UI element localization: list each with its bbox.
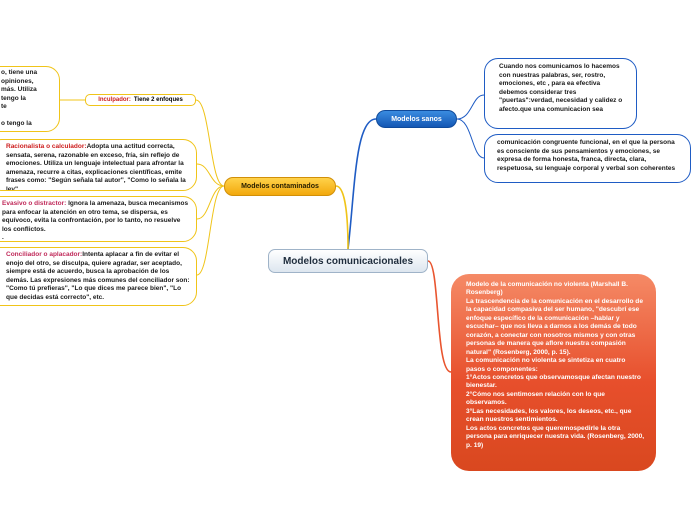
link-cont-racionalista — [196, 163, 225, 187]
link-cont-conciliador — [196, 185, 225, 276]
subtopic-conciliador[interactable]: Conciliador o aplacador:Intenta aplacar … — [0, 247, 197, 306]
subtopic-evasivo[interactable]: Evasivo o distractor: Ignora la amenaza,… — [0, 196, 197, 242]
inculpador-title: Inculpador: — [98, 97, 131, 103]
link-sanos-child-2 — [456, 118, 485, 159]
subtopic-sanos-congruente[interactable]: comunicación congruente funcional, en el… — [484, 134, 691, 183]
topic-modelos-contaminados-label: Modelos contaminados — [241, 183, 319, 190]
evasivo-title: Evasivo o distractor: — [2, 200, 67, 207]
subtopic-sanos-puertas[interactable]: Cuando nos comunicamos lo hacemos con nu… — [484, 58, 637, 129]
central-topic[interactable]: Modelos comunicacionales — [268, 249, 428, 273]
link-central-noviolenta — [427, 260, 452, 373]
link-cont-evasivo — [196, 185, 225, 220]
topic-modelos-sanos-label: Modelos sanos — [391, 115, 442, 123]
partial-line: opiniones, — [1, 77, 34, 85]
conciliador-text: Intenta aplacar a fin de evitar el enojo… — [6, 251, 190, 301]
subtopic-inculpador[interactable]: Inculpador: Tiene 2 enfoques — [85, 94, 196, 106]
partial-line: o tengo la — [1, 120, 32, 127]
partial-line: o, tiene una — [1, 69, 38, 76]
link-central-contaminados — [335, 185, 349, 250]
partial-line: tengo la — [1, 94, 26, 102]
topic-comunicacion-no-violenta[interactable]: Modelo de la comunicación no violenta (M… — [451, 274, 656, 471]
link-central-sanos — [347, 118, 377, 250]
racionalista-title: Racionalista o calculador: — [6, 143, 87, 150]
link-sanos-child-1 — [456, 94, 485, 120]
subtopic-sanos-puertas-text: Cuando nos comunicamos lo hacemos con nu… — [499, 63, 623, 113]
subtopic-sanos-congruente-text: comunicación congruente funcional, en el… — [497, 139, 676, 172]
conciliador-title: Conciliador o aplacador: — [6, 251, 83, 258]
partial-line: más. Utiliza — [1, 86, 37, 93]
subtopic-racionalista[interactable]: Racionalista o calculador:Adopta una act… — [0, 139, 197, 191]
no-violenta-text: Modelo de la comunicación no violenta (M… — [466, 281, 645, 449]
evasivo-text: Ignora la amenaza, busca mecanismos para… — [2, 200, 189, 233]
topic-modelos-contaminados[interactable]: Modelos contaminados — [224, 177, 336, 196]
link-cont-inculpador — [195, 99, 225, 187]
evasivo-extra: . — [2, 234, 4, 241]
partial-line — [1, 112, 55, 121]
central-topic-label: Modelos comunicacionales — [282, 255, 414, 267]
partial-line: te — [1, 103, 7, 110]
inculpador-text: Tiene 2 enfoques — [133, 97, 183, 103]
racionalista-text: Adopta una actitud correcta, sensata, se… — [6, 143, 186, 191]
topic-modelos-sanos[interactable]: Modelos sanos — [376, 110, 457, 128]
subtopic-inculpador-details[interactable]: o, tiene una opiniones, más. Utiliza ten… — [0, 66, 60, 132]
